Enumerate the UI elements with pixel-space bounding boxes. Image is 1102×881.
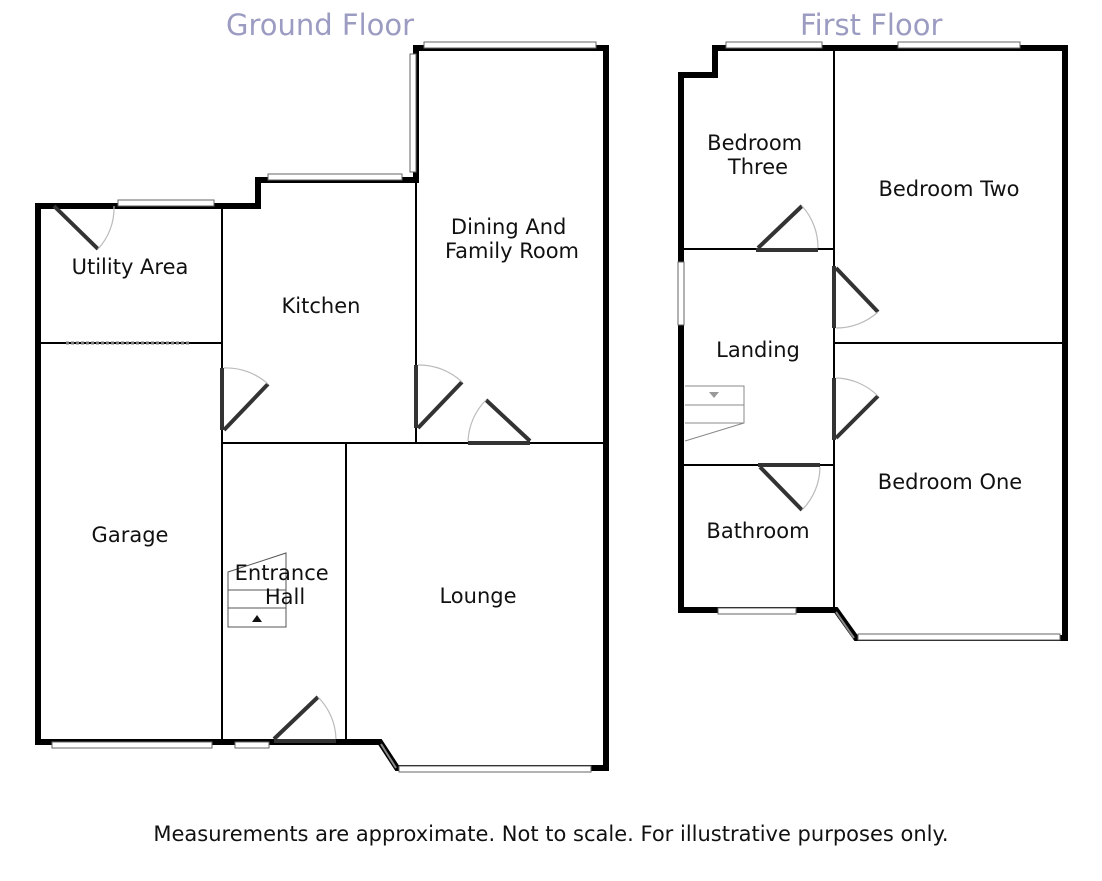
window	[51, 741, 213, 749]
bay-window	[380, 743, 397, 769]
ground-exterior-walls	[35, 45, 609, 771]
window	[267, 173, 403, 181]
door-kitchen-garage	[220, 367, 270, 432]
bathroom-label: Bathroom	[706, 519, 809, 543]
first-windows	[677, 41, 1061, 641]
garage-label: Garage	[92, 523, 169, 547]
window	[725, 41, 823, 49]
ground-doors	[52, 204, 532, 743]
window	[857, 633, 1061, 641]
disclaimer-text: Measurements are approximate. Not to sca…	[153, 822, 949, 846]
window	[117, 199, 215, 207]
first-stairs	[684, 385, 745, 442]
stairs-down-arrow	[709, 392, 719, 398]
door-bedroom-two	[832, 266, 880, 329]
bay-window	[835, 611, 855, 639]
window	[677, 261, 685, 326]
first-doors	[756, 204, 880, 512]
ground-floor-plan: Utility Area Kitchen Dining And Family R…	[35, 41, 609, 773]
door-dining-lounge	[467, 398, 532, 445]
first-floor-plan: Bedroom Three Bedroom Two Landing Bedroo…	[677, 41, 1068, 641]
lounge-label: Lounge	[439, 584, 516, 608]
stairs-up-arrow	[252, 615, 262, 622]
door-utility	[52, 204, 115, 251]
door-entrance	[272, 695, 337, 743]
first-floor-title: First Floor	[800, 8, 943, 42]
door-dining-left	[414, 364, 464, 430]
window	[717, 607, 797, 615]
ground-stairs	[227, 552, 287, 628]
utility-area-label: Utility Area	[72, 255, 189, 279]
door-bathroom	[758, 463, 821, 512]
bedroom-one-label: Bedroom One	[878, 470, 1022, 494]
kitchen-label: Kitchen	[282, 294, 361, 318]
window	[234, 741, 270, 749]
ground-interior-walls	[38, 180, 606, 742]
window	[423, 41, 597, 49]
dining-family-label: Dining And Family Room	[445, 215, 579, 263]
door-bedroom-one	[832, 377, 880, 440]
window	[409, 53, 417, 173]
window	[897, 41, 1021, 49]
landing-label: Landing	[716, 338, 800, 362]
ground-floor-title: Ground Floor	[226, 8, 415, 42]
door-bedroom-three	[756, 204, 819, 252]
ground-windows	[51, 41, 597, 773]
bedroom-two-label: Bedroom Two	[878, 177, 1019, 201]
bedroom-three-label: Bedroom Three	[707, 131, 809, 179]
window	[398, 765, 592, 773]
entrance-hall-label: Entrance Hall	[235, 561, 336, 609]
